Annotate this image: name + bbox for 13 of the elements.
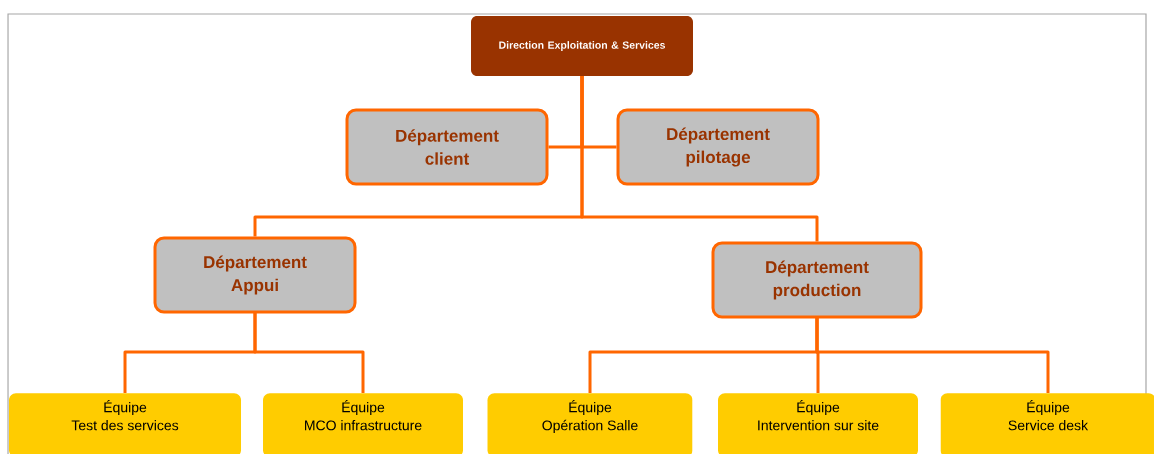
department-box: Département production <box>711 241 923 319</box>
team-box: Équipe Service desk <box>940 393 1154 454</box>
team-box: Équipe Test des services <box>9 393 241 454</box>
connector-line <box>580 76 819 242</box>
department-box: Département Appui <box>153 236 357 314</box>
department-box: Département client <box>345 108 549 186</box>
connector-line <box>815 317 1050 393</box>
connector-line <box>253 312 365 393</box>
director-box: Direction Exploitation & Services <box>471 16 693 76</box>
team-box: Équipe Opération Salle <box>487 393 693 454</box>
department-box: Département pilotage <box>616 108 820 186</box>
team-box: Équipe MCO infrastructure <box>263 393 463 454</box>
team-box: Équipe Intervention sur site <box>718 393 918 454</box>
